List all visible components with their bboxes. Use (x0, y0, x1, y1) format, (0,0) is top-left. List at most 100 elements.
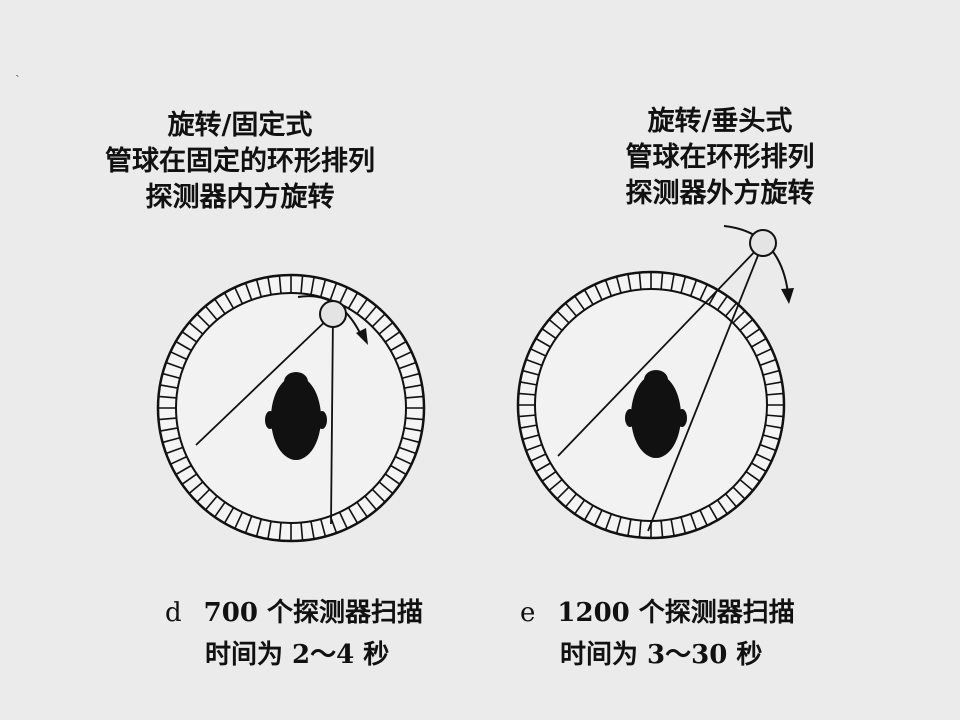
detector-segment (181, 473, 198, 485)
detector-segment (244, 282, 253, 301)
detector-segment (175, 464, 192, 476)
detector-segment (188, 321, 204, 335)
detector-segment (541, 328, 557, 340)
detector-segment (627, 519, 632, 537)
detector-segment (522, 434, 540, 441)
detector-segment (766, 392, 784, 396)
detector-segment (765, 381, 783, 386)
detector-segment (244, 515, 253, 534)
beam-lines-d (195, 313, 334, 525)
detector-segment (604, 513, 613, 531)
detector-segment (300, 522, 304, 541)
detector-segment (699, 509, 708, 526)
detector-segment (556, 486, 570, 500)
detector-segment (356, 298, 368, 315)
panel-d-title-line-1: 旋转/固定式 (167, 110, 313, 141)
detector-segment (699, 284, 708, 301)
detector-segment (564, 302, 578, 317)
detector-segment (181, 331, 198, 343)
detector-segment (384, 331, 401, 343)
detector-segment (732, 310, 746, 324)
detector-segment (404, 427, 423, 432)
detector-segment (564, 493, 578, 508)
detector-segment (159, 384, 178, 389)
detector-segment (398, 446, 417, 455)
detector-segment (751, 462, 767, 473)
detector-segment (680, 276, 687, 294)
detector-segment (548, 478, 563, 492)
detector-segment (162, 436, 181, 444)
detector-segment (530, 348, 547, 357)
detector-segment (583, 505, 594, 521)
panel-e-title-line-3: 探测器外方旋转 (625, 178, 815, 209)
scanner-diagram-e (516, 225, 794, 540)
detector-segment (404, 384, 423, 389)
detector-segment (716, 295, 728, 311)
panel-d-caption-line-2: 时间为 2～4 秒 (205, 640, 390, 670)
panel-e-title: 旋转/垂头式 管球在环形排列 探测器外方旋转 (520, 104, 920, 212)
head-silhouette-icon (265, 372, 327, 460)
detector-segment (638, 272, 642, 290)
detector-segment (158, 417, 177, 421)
detector-segment (638, 520, 642, 538)
detector-segment (267, 276, 272, 295)
detector-segment (574, 499, 586, 515)
detector-segment (519, 424, 537, 429)
scanner-diagram-d (156, 273, 426, 543)
detector-segment (310, 521, 315, 540)
detector-segment (214, 501, 226, 518)
detector-segment (371, 313, 386, 328)
detector-segment (223, 292, 235, 309)
detector-segment (535, 462, 551, 473)
detector-segment (401, 372, 420, 380)
detector-segment (745, 470, 761, 482)
detector-segment (751, 337, 767, 348)
detector-segment (319, 518, 327, 537)
detector-segment (680, 516, 687, 534)
detector-segment (689, 279, 698, 297)
detector-segment (759, 443, 777, 452)
detector-segment (188, 481, 204, 495)
detector-segment (170, 455, 188, 465)
detector-segment (716, 499, 728, 515)
detector-segment (522, 369, 540, 376)
detector-segment (525, 358, 543, 367)
detector-segment (347, 292, 359, 309)
detector-segment (739, 478, 754, 492)
detector-segment (338, 287, 348, 305)
detector-segment (755, 348, 772, 357)
detector-segment (762, 434, 780, 441)
detector-segment (762, 369, 780, 376)
beam-lines-e (557, 242, 764, 532)
detector-segment (214, 298, 226, 315)
detector-segment (594, 509, 603, 526)
detector-segment (159, 427, 178, 432)
detector-segment (175, 340, 192, 352)
panel-d-title-line-3: 探测器内方旋转 (145, 182, 335, 213)
detector-segment (267, 521, 272, 540)
detector-segment (724, 302, 738, 317)
detector-segment (329, 282, 338, 301)
detector-segment (405, 417, 424, 421)
detector-segment (398, 361, 417, 370)
detector-segment (660, 272, 664, 290)
detector-segment (371, 488, 386, 503)
detector-segment (255, 518, 263, 537)
panel-e-title-line-1: 旋转/垂头式 (647, 106, 793, 137)
detector-segment (548, 318, 563, 332)
detector-segment (745, 328, 761, 340)
detector-segment (401, 436, 420, 444)
detector-segment (356, 501, 368, 518)
detector-segment (165, 361, 184, 370)
detector-segment (204, 305, 218, 321)
detector-segment (394, 351, 412, 361)
detector-segment (338, 511, 348, 529)
panel-d-caption-line-1: 700 个探测器扫描 (203, 598, 423, 628)
detector-segment (530, 453, 547, 462)
detector-segment (278, 522, 282, 541)
detector-segment (165, 446, 184, 455)
